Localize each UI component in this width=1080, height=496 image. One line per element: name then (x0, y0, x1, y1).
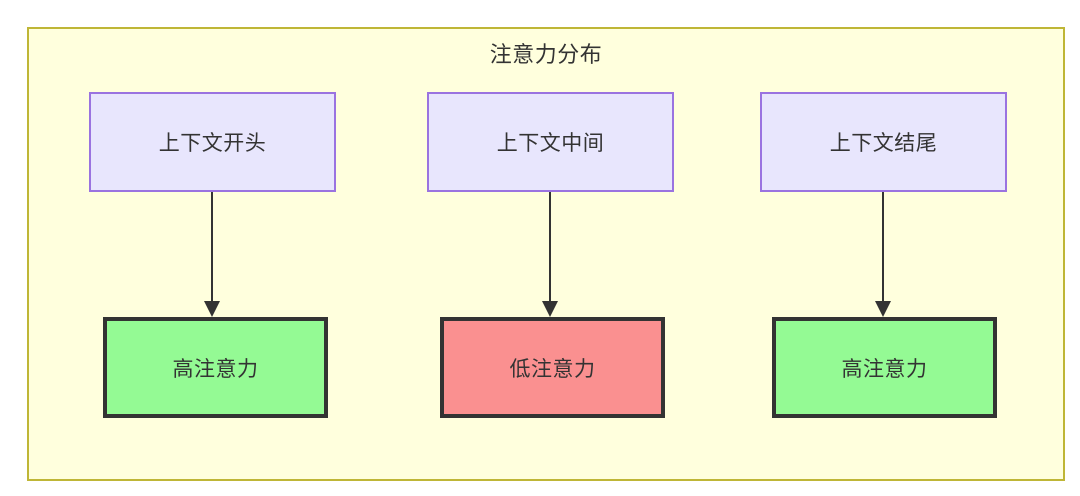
node-high-attention-end[interactable]: 高注意力 (772, 317, 997, 418)
node-context-start[interactable]: 上下文开头 (89, 92, 336, 192)
node-label: 上下文中间 (496, 132, 605, 155)
node-label: 上下文开头 (158, 132, 267, 155)
node-label: 高注意力 (172, 357, 259, 381)
node-label: 上下文结尾 (829, 132, 938, 155)
node-label: 低注意力 (509, 357, 596, 381)
node-high-attention-start[interactable]: 高注意力 (103, 317, 328, 418)
subgraph-title: 注意力分布 (489, 42, 603, 67)
node-low-attention-middle[interactable]: 低注意力 (440, 317, 665, 418)
node-label: 高注意力 (841, 357, 928, 381)
node-context-end[interactable]: 上下文结尾 (760, 92, 1007, 192)
node-context-middle[interactable]: 上下文中间 (427, 92, 674, 192)
